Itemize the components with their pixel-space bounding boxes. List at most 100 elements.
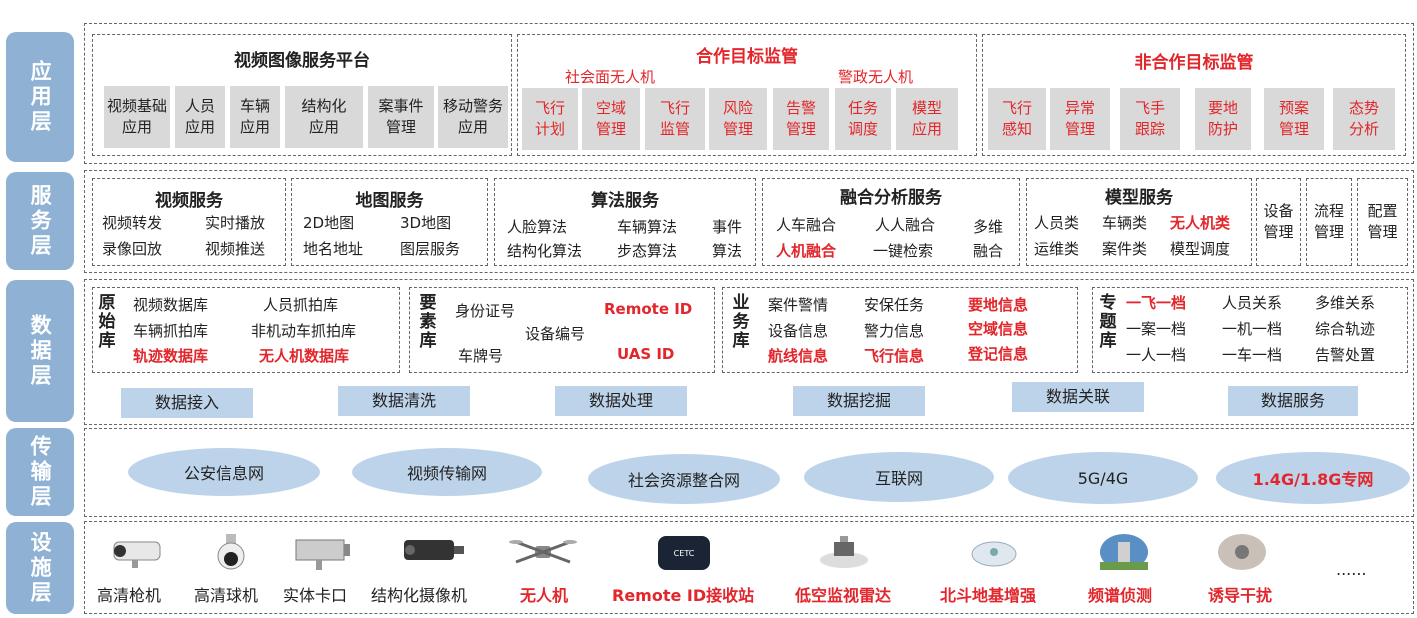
fusion-service-item: 多维 — [973, 218, 1004, 236]
device-label: 诱导干扰 — [1208, 586, 1273, 605]
raw-db-panel — [92, 287, 400, 373]
model-service-item: 车辆类 — [1102, 214, 1148, 232]
video-platform-item: 车辆 应用 — [230, 86, 280, 148]
model-service-item: 无人机类 — [1170, 214, 1231, 232]
config-mgmt: 配置 管理 — [1367, 202, 1398, 241]
jammer-icon — [1218, 534, 1266, 570]
network-video: 视频传输网 — [352, 448, 542, 496]
network-5g4g: 5G/4G — [1008, 452, 1198, 504]
business-db-item: 飞行信息 — [864, 347, 925, 365]
algo-service-item: 步态算法 — [617, 242, 678, 260]
topic-db-item: 多维关系 — [1315, 294, 1376, 312]
topic-db-item: 人员关系 — [1222, 294, 1283, 312]
video-service-title: 视频服务 — [155, 191, 223, 211]
data-layer-frame — [84, 279, 1414, 425]
video-platform-title: 视频图像服务平台 — [234, 51, 370, 71]
coop-item: 模型 应用 — [896, 88, 958, 150]
device-label: 频谱侦测 — [1088, 586, 1153, 605]
raw-db-item: 轨迹数据库 — [133, 347, 209, 365]
device-mgmt-panel — [1256, 178, 1301, 266]
algo-service-item: 结构化算法 — [507, 242, 583, 260]
business-db-item: 要地信息 — [968, 296, 1029, 314]
layer-label-transport: 传输层 — [6, 428, 74, 516]
element-db-item: UAS ID — [617, 345, 675, 363]
more-ellipsis: ...... — [1336, 560, 1367, 579]
coop-item: 飞行 计划 — [522, 88, 578, 150]
video-platform-panel — [92, 34, 512, 156]
noncoop-item: 异常 管理 — [1050, 88, 1110, 150]
coop-title: 合作目标监管 — [696, 47, 798, 67]
coop-item: 任务 调度 — [835, 88, 891, 150]
device-label: 实体卡口 — [283, 586, 348, 605]
map-service-item: 2D地图 — [303, 214, 355, 232]
noncoop-item: 要地 防护 — [1195, 88, 1251, 150]
config-mgmt-panel — [1357, 178, 1408, 266]
dome-camera-icon — [217, 534, 245, 570]
drone-icon — [509, 540, 577, 564]
model-service-item: 运维类 — [1034, 240, 1080, 258]
business-db-item: 安保任务 — [864, 296, 925, 314]
video-service-item: 视频转发 — [102, 214, 163, 232]
video-service-item: 实时播放 — [205, 214, 266, 232]
fusion-service-title: 融合分析服务 — [840, 188, 942, 208]
business-db-item: 航线信息 — [768, 347, 829, 365]
algo-service-item: 算法 — [712, 242, 743, 260]
raw-db-item: 车辆抓拍库 — [133, 322, 209, 340]
map-service-item: 3D地图 — [400, 214, 452, 232]
device-label: 结构化摄像机 — [371, 586, 468, 605]
app-layer-frame — [84, 23, 1414, 164]
topic-db-item: 综合轨迹 — [1315, 320, 1376, 338]
topic-db-item: 一飞一档 — [1126, 294, 1187, 312]
bullet-camera-icon — [113, 541, 161, 568]
element-db-item: 设备编号 — [525, 325, 586, 343]
coop-sub-right: 警政无人机 — [838, 68, 914, 86]
model-service-title: 模型服务 — [1105, 188, 1173, 208]
video-platform-item: 结构化 应用 — [285, 86, 363, 148]
beidou-station-icon — [971, 541, 1017, 567]
checkpoint-camera-icon — [295, 539, 350, 570]
video-platform-item: 人员 应用 — [175, 86, 225, 148]
noncoop-title: 非合作目标监管 — [1134, 53, 1254, 73]
coop-item: 风险 管理 — [709, 88, 767, 150]
spectrum-detector-icon — [1100, 534, 1148, 570]
raw-db-item: 非机动车抓拍库 — [251, 322, 357, 340]
business-db-item: 设备信息 — [768, 322, 829, 340]
map-service-item: 地名地址 — [303, 240, 364, 258]
coop-item: 告警 管理 — [773, 88, 829, 150]
element-db-label: 要 素 库 — [419, 293, 437, 351]
model-service-panel — [1026, 178, 1252, 266]
topic-db-label: 专 题 库 — [1099, 293, 1117, 351]
map-service-item: 图层服务 — [400, 240, 461, 258]
device-mgmt: 设备 管理 — [1263, 202, 1294, 241]
topic-db-item: 一机一档 — [1222, 320, 1283, 338]
element-db-item: 车牌号 — [458, 347, 504, 365]
noncoop-item: 预案 管理 — [1264, 88, 1324, 150]
process-data-ingest: 数据接入 — [121, 388, 253, 418]
topic-db-item: 一人一档 — [1126, 346, 1187, 364]
noncoop-item: 飞行 感知 — [988, 88, 1046, 150]
element-db-item: Remote ID — [604, 300, 693, 318]
element-db-item: 身份证号 — [455, 302, 516, 320]
business-db-label: 业 务 库 — [732, 293, 750, 351]
fusion-service-item: 人机融合 — [776, 242, 837, 260]
noncoop-panel — [982, 34, 1406, 156]
network-social: 社会资源整合网 — [588, 454, 780, 504]
service-layer-frame — [84, 170, 1414, 273]
map-service-panel — [291, 178, 488, 266]
process-data-service: 数据服务 — [1228, 386, 1358, 416]
network-internet: 互联网 — [804, 452, 994, 502]
model-service-item: 人员类 — [1034, 214, 1080, 232]
device-label: 无人机 — [520, 586, 569, 605]
algo-service-item: 人脸算法 — [507, 218, 568, 236]
video-platform-item: 移动警务 应用 — [438, 86, 508, 148]
svg-text:CETC: CETC — [674, 549, 695, 558]
business-db-item: 警力信息 — [864, 322, 925, 340]
device-label: 北斗地基增强 — [940, 586, 1037, 605]
algo-service-title: 算法服务 — [591, 191, 659, 211]
coop-sub-left: 社会面无人机 — [565, 68, 656, 86]
topic-db-item: 告警处置 — [1315, 346, 1376, 364]
process-data-processing: 数据处理 — [555, 386, 687, 416]
algo-service-item: 事件 — [712, 218, 743, 236]
process-data-linking: 数据关联 — [1012, 382, 1144, 412]
coop-item: 空域 管理 — [582, 88, 640, 150]
